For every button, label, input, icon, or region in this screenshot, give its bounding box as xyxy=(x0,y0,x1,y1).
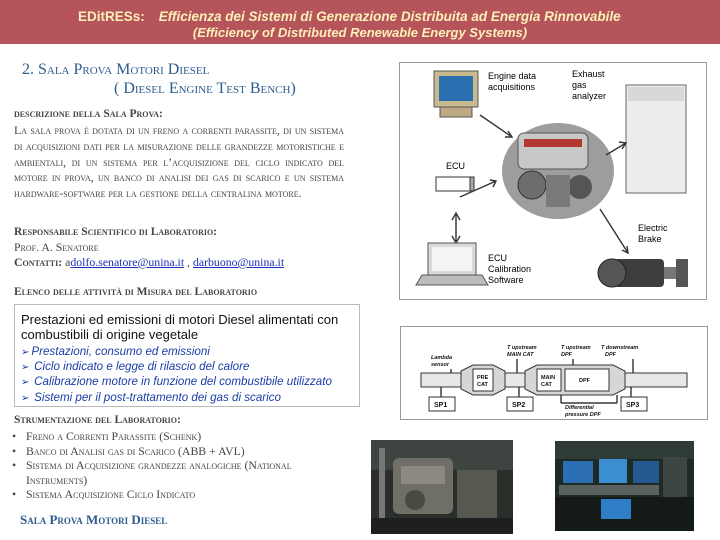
instrumentation-list: Freno a Correnti Parassite (Schenk) Banc… xyxy=(12,429,350,502)
label-lambda: Lambda xyxy=(431,355,452,361)
label-dpf-top: DPF xyxy=(561,352,573,358)
gas-analyzer-icon xyxy=(625,84,687,194)
activities-list: ➢Prestazioni, consumo ed emissioni ➢ Cic… xyxy=(21,345,332,406)
label-exhaust: Exhaust xyxy=(572,69,605,79)
engine-icon xyxy=(502,123,614,219)
arrow-bullet-icon: ➢ xyxy=(21,392,33,404)
label-software: Software xyxy=(488,275,524,285)
activity-item: ➢ Calibrazione motore in funzione del co… xyxy=(21,375,332,389)
monitor-icon xyxy=(433,70,479,118)
activities-main-text: Prestazioni ed emissioni di motori Diese… xyxy=(21,312,339,342)
contacts-line: Contatti: adolfo.senatore@unina.it , dar… xyxy=(14,255,284,270)
sensor-probes xyxy=(440,359,634,404)
instrumentation-heading: Strumentazione del Laboratorio: xyxy=(14,414,181,426)
label-calibration: Calibration xyxy=(488,264,531,274)
label-ecu: ECU xyxy=(446,161,465,171)
label-acquisitions: acquisitions xyxy=(488,82,536,92)
label-electric: Electric xyxy=(638,223,668,233)
label-t-downstream-dpf: T downstream xyxy=(601,345,638,351)
activities-heading: Elenco delle attività di Misura del Labo… xyxy=(14,286,258,298)
label-t-upstream-dpf: T upstream xyxy=(561,345,591,351)
exhaust-line-diagram-svg: Lambda sensor T upstream MAIN CAT T upst… xyxy=(420,345,688,418)
section-title-sub: ( Diesel Engine Test Bench) xyxy=(114,80,296,97)
section-title: 2. Sala Prova Motori Diesel ( Diesel Eng… xyxy=(22,60,372,98)
label-sp2: SP2 xyxy=(512,402,525,409)
label-brake: Brake xyxy=(638,234,662,244)
email-link-senatore[interactable]: dolfo.senatore@unina.it xyxy=(70,255,185,269)
engine-lab-photo xyxy=(371,440,513,534)
test-bench-diagram-svg: Engine data acquisitions Exhaust gas ana… xyxy=(415,69,688,288)
description-heading: descrizione della Sala Prova: xyxy=(14,108,163,120)
label-engine-data: Engine data xyxy=(488,71,536,81)
connection-arrows xyxy=(451,114,629,255)
header-banner: EDitRESs: Efficienza dei Sistemi di Gener… xyxy=(0,0,720,44)
label-main-cat-top: MAIN CAT xyxy=(507,352,534,358)
label-gas: gas xyxy=(572,80,587,90)
label-sp1: SP1 xyxy=(434,402,447,409)
activity-item: ➢Prestazioni, consumo ed emissioni xyxy=(21,345,210,358)
email-link-darbuono[interactable]: darbuono@unina.it xyxy=(192,255,285,269)
test-bench-diagram: Engine data acquisitions Exhaust gas ana… xyxy=(399,62,707,300)
label-main: MAIN xyxy=(541,375,555,381)
responsible-heading: Responsabile Scientifico di Laboratorio: xyxy=(14,226,218,238)
control-room-photo xyxy=(555,441,694,531)
label-dpf: DPF xyxy=(579,378,591,384)
label-sensor: sensor xyxy=(431,362,450,368)
responsible-name: Prof. A. Senatore xyxy=(14,240,99,254)
label-dpf-top2: DPF xyxy=(605,352,617,358)
label-pressure-dpf: pressure DPF xyxy=(564,412,601,418)
banner-line: EDitRESs: Efficienza dei Sistemi di Gener… xyxy=(78,9,621,24)
label-t-upstream-main: T upstream xyxy=(507,345,537,351)
banner-subtitle: (Efficiency of Distributed Renewable Ene… xyxy=(192,25,528,40)
laptop-icon xyxy=(415,242,489,286)
footer-title: Sala Prova Motori Diesel xyxy=(20,512,168,527)
ecu-box-icon xyxy=(435,176,475,192)
contact-separator: , xyxy=(184,255,193,269)
contacts-label: Contatti: xyxy=(14,255,63,269)
label-analyzer: analyzer xyxy=(572,91,606,101)
activity-item: ➢ Ciclo indicato e legge di rilascio del… xyxy=(21,360,250,374)
activity-item: ➢ Sistemi per il post-trattamento dei ga… xyxy=(21,390,281,404)
arrow-bullet-icon: ➢ xyxy=(21,347,30,358)
activities-box: Prestazioni ed emissioni di motori Diese… xyxy=(14,304,360,407)
label-cat: CAT xyxy=(477,382,489,388)
description-body: La sala prova è dotata di un freno a cor… xyxy=(14,123,344,201)
instrument-item: Sistema Acquisizione Ciclo Indicato xyxy=(12,487,350,502)
section-title-main: 2. Sala Prova Motori Diesel xyxy=(22,61,210,78)
label-differential: Differential xyxy=(565,405,594,411)
exhaust-line-diagram: Lambda sensor T upstream MAIN CAT T upst… xyxy=(400,326,708,420)
banner-app-name: EDitRESs: xyxy=(78,9,145,24)
label-sp3: SP3 xyxy=(626,402,639,409)
label-ecu-cal: ECU xyxy=(488,253,507,263)
instrument-item: Sistema di Acquisizione grandezze analog… xyxy=(12,458,350,487)
electric-brake-icon xyxy=(597,258,688,288)
arrow-bullet-icon: ➢ xyxy=(21,362,33,374)
contact-prefix: a xyxy=(65,255,71,269)
instrument-item: Banco di Analisi gas di Scarico (ABB + A… xyxy=(12,444,350,459)
banner-title: Efficienza dei Sistemi di Generazione Di… xyxy=(158,9,621,24)
instrument-item: Freno a Correnti Parassite (Schenk) xyxy=(12,429,350,444)
label-pre: PRE xyxy=(477,375,489,381)
label-main-cat: CAT xyxy=(541,382,553,388)
arrow-bullet-icon: ➢ xyxy=(21,377,33,389)
